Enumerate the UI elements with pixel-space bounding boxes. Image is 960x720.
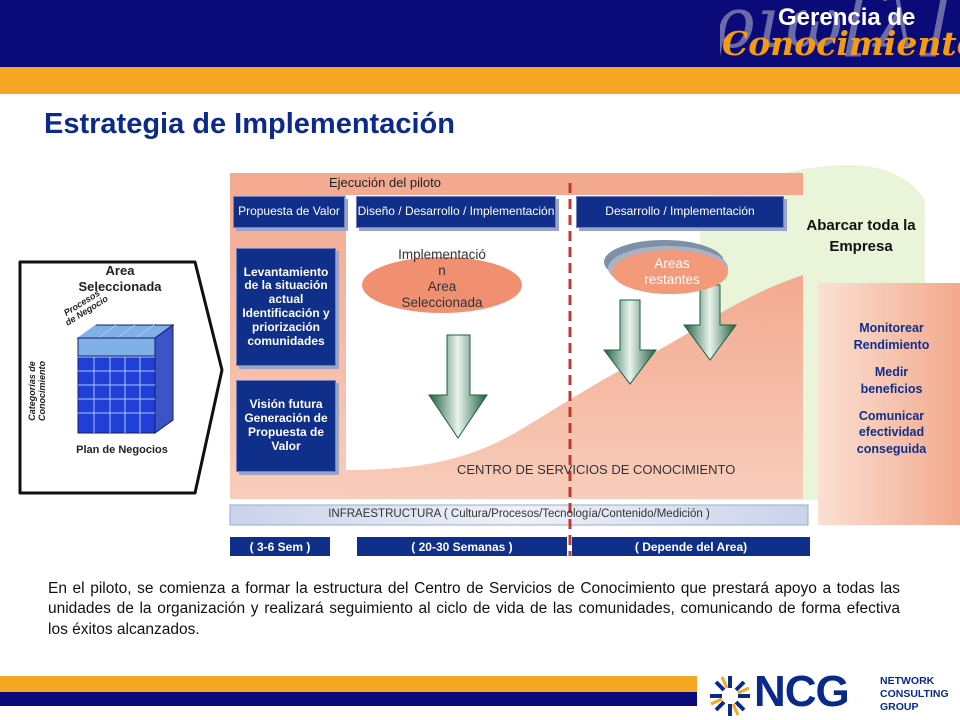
ncg-star-icon xyxy=(710,676,750,716)
duration-remaining: ( Depende del Area) xyxy=(572,537,810,556)
cube-graphic xyxy=(76,324,175,434)
impl-line1: Implementació xyxy=(398,247,486,262)
impl-line4: Seleccionada xyxy=(401,294,483,310)
header-bar xyxy=(0,0,960,64)
ncg-logo-text: NETWORK CONSULTING GROUP xyxy=(880,675,949,714)
ncg-logo-letters: NCG xyxy=(754,667,850,716)
box-diseno-desarrollo: Diseño / Desarrollo / Implementación xyxy=(356,196,556,228)
abarcar-label: Abarcar toda la Empresa xyxy=(786,215,936,257)
arrow-down-areas-2 xyxy=(683,284,737,361)
abarcar-line1: Abarcar toda la xyxy=(806,217,916,234)
monitor-panel xyxy=(818,283,960,525)
brand-title-line2: Conocimiento xyxy=(722,24,960,63)
area-title-line1: Area xyxy=(105,263,135,278)
infra-label: INFRAESTRUCTURA ( Cultura/Procesos/Tecno… xyxy=(328,508,710,520)
categorias-line2: Conocimiento xyxy=(36,361,47,421)
growth-area xyxy=(346,275,803,499)
footer-navy-band xyxy=(0,692,697,706)
page-title: Estrategia de Implementación xyxy=(44,108,455,140)
monitor-line7: conseguida xyxy=(856,442,927,457)
brand-title-line1: Gerencia de xyxy=(778,4,916,31)
areas-oval xyxy=(612,250,728,294)
monitor-spacer-2 xyxy=(818,398,960,408)
plan-label: Plan de Negocios xyxy=(76,444,168,456)
pilot-label: Ejecución del piloto xyxy=(328,175,442,190)
brand-decoration-wrap: aδριω[λ] xyxy=(720,0,960,64)
area-title-line2: Seleccionada xyxy=(78,278,162,294)
monitor-text: Monitorear Rendimiento Medir beneficios … xyxy=(818,320,960,458)
duration-pilot: ( 3-6 Sem ) xyxy=(230,537,330,556)
monitor-line5: Comunicar xyxy=(858,408,925,423)
ncg-line1: NETWORK xyxy=(880,675,935,687)
infra-bar xyxy=(229,504,809,526)
header-divider xyxy=(0,64,960,67)
header-orange-band xyxy=(0,64,960,94)
areas-oval-text: Areas restantes xyxy=(622,256,722,288)
categorias-label: Categorías de Conocimiento xyxy=(27,346,48,436)
area-panel-title: Area Seleccionada xyxy=(70,263,170,294)
box-propuesta-valor: Propuesta de Valor xyxy=(233,196,345,228)
monitor-line1: Monitorear xyxy=(859,321,924,335)
arrow-down-areas-1 xyxy=(602,299,658,385)
duration-implementation: ( 20-30 Semanas ) xyxy=(357,537,567,556)
centro-label: CENTRO DE SERVICIOS DE CONOCIMIENTO xyxy=(457,462,736,477)
box-desarrollo-implementacion: Desarrollo / Implementación xyxy=(576,196,784,228)
box-levantamiento: Levantamiento de la situación actual Ide… xyxy=(236,248,336,366)
monitor-line4: beneficios xyxy=(860,381,923,396)
implementation-oval-text: Implementació n Area Seleccionada xyxy=(372,247,512,311)
arrow-down-implementation xyxy=(428,334,488,439)
box-vision-futura: Visión futura Generación de Propuesta de… xyxy=(236,380,336,472)
description-paragraph: En el piloto, se comienza a formar la es… xyxy=(48,580,900,638)
pilot-band xyxy=(230,173,803,195)
monitor-line3: Medir xyxy=(874,364,909,379)
impl-line2: n xyxy=(438,262,446,278)
monitor-line6: efectividad xyxy=(858,425,925,440)
ncg-line2: CONSULTING xyxy=(880,688,949,701)
monitor-spacer-1 xyxy=(818,354,960,364)
monitor-line2: Rendimiento xyxy=(853,337,930,352)
brand-decoration: aδριω[λ] xyxy=(720,0,950,64)
implementation-oval xyxy=(362,257,522,313)
ncg-line3: GROUP xyxy=(880,701,919,714)
impl-line3: Area xyxy=(427,278,457,294)
areas-line1: Areas xyxy=(654,256,690,271)
abarcar-line2: Empresa xyxy=(829,238,893,255)
areas-line2: restantes xyxy=(644,272,700,288)
footer-orange-band xyxy=(0,676,697,692)
